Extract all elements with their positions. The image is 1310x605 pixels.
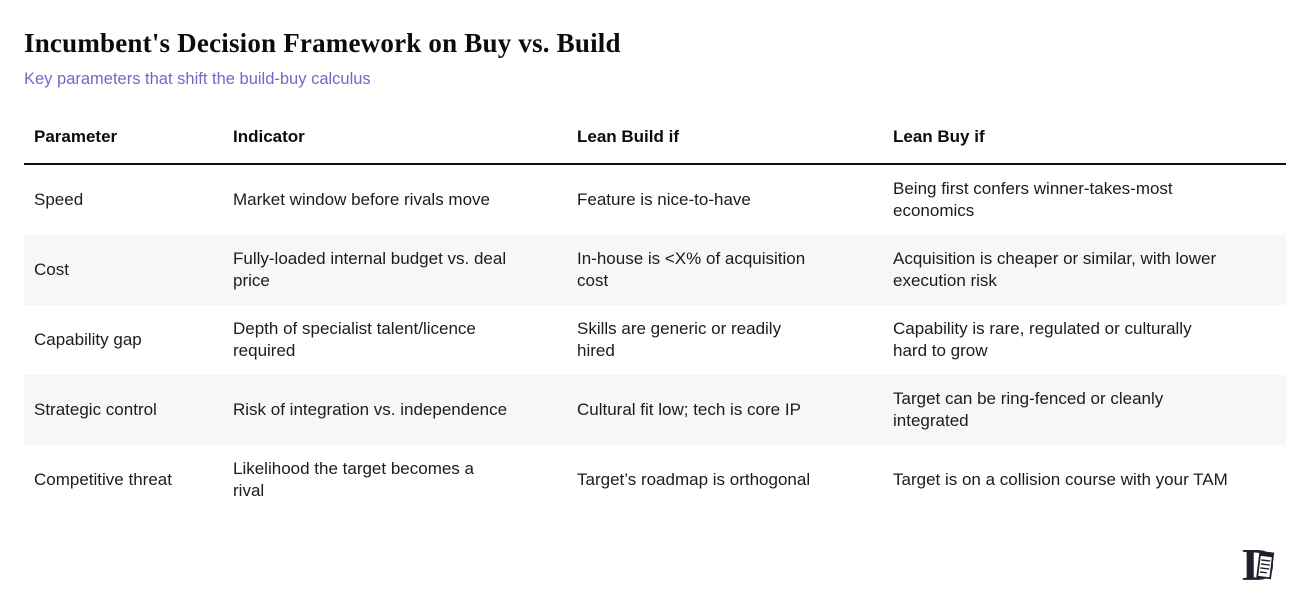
table-row-speed: Speed Market window before rivals move F…	[24, 164, 1286, 235]
column-header-parameter: Parameter	[24, 117, 223, 165]
table-row-cost: Cost Fully-loaded internal budget vs. de…	[24, 235, 1286, 305]
cell-parameter: Cost	[34, 259, 69, 279]
table-header-row: Parameter Indicator Lean Build if Lean B…	[24, 117, 1286, 165]
cell-parameter: Competitive threat	[34, 469, 172, 489]
cell-lean-buy-if: Acquisition is cheaper or similar, with …	[893, 248, 1217, 291]
cell-lean-build-if: Skills are generic or readily hired	[577, 318, 782, 361]
publisher-logo: D	[1242, 539, 1282, 590]
cell-lean-build-if: Target’s roadmap is orthogonal	[577, 469, 811, 489]
cell-indicator: Likelihood the target becomes a rival	[233, 458, 474, 501]
column-header-indicator: Indicator	[223, 117, 567, 165]
publisher-logo-icon: D	[1242, 539, 1275, 590]
cell-lean-build-if: Feature is nice-to-have	[577, 189, 751, 209]
column-header-lean-buy-if: Lean Buy if	[883, 117, 1286, 165]
table-row-capability-gap: Capability gap Depth of specialist talen…	[24, 305, 1286, 375]
cell-parameter: Speed	[34, 189, 84, 209]
cell-indicator: Market window before rivals move	[233, 189, 490, 209]
cell-indicator: Fully-loaded internal budget vs. deal pr…	[233, 248, 507, 291]
column-header-lean-build-if: Lean Build if	[567, 117, 883, 165]
cell-lean-buy-if: Capability is rare, regulated or cultura…	[893, 318, 1192, 361]
cell-indicator: Depth of specialist talent/licence requi…	[233, 318, 476, 361]
cell-lean-buy-if: Target can be ring-fenced or cleanly int…	[893, 388, 1164, 431]
cell-parameter: Strategic control	[34, 399, 157, 419]
cell-indicator: Risk of integration vs. independence	[233, 399, 508, 419]
cell-lean-buy-if: Target is on a collision course with you…	[893, 469, 1228, 489]
cell-parameter: Capability gap	[34, 329, 142, 349]
table-row-competitive-threat: Competitive threat Likelihood the target…	[24, 445, 1286, 515]
cell-lean-buy-if: Being first confers winner-takes-most ec…	[893, 178, 1173, 221]
page-subtitle: Key parameters that shift the build-buy …	[24, 70, 371, 88]
cell-lean-build-if: Cultural fit low; tech is core IP	[577, 399, 801, 419]
decision-table: Parameter Indicator Lean Build if Lean B…	[24, 117, 1286, 515]
cell-lean-build-if: In-house is <X% of acquisition cost	[577, 248, 806, 291]
page-title: Incumbent's Decision Framework on Buy vs…	[24, 28, 621, 58]
table-row-strategic-control: Strategic control Risk of integration vs…	[24, 375, 1286, 445]
